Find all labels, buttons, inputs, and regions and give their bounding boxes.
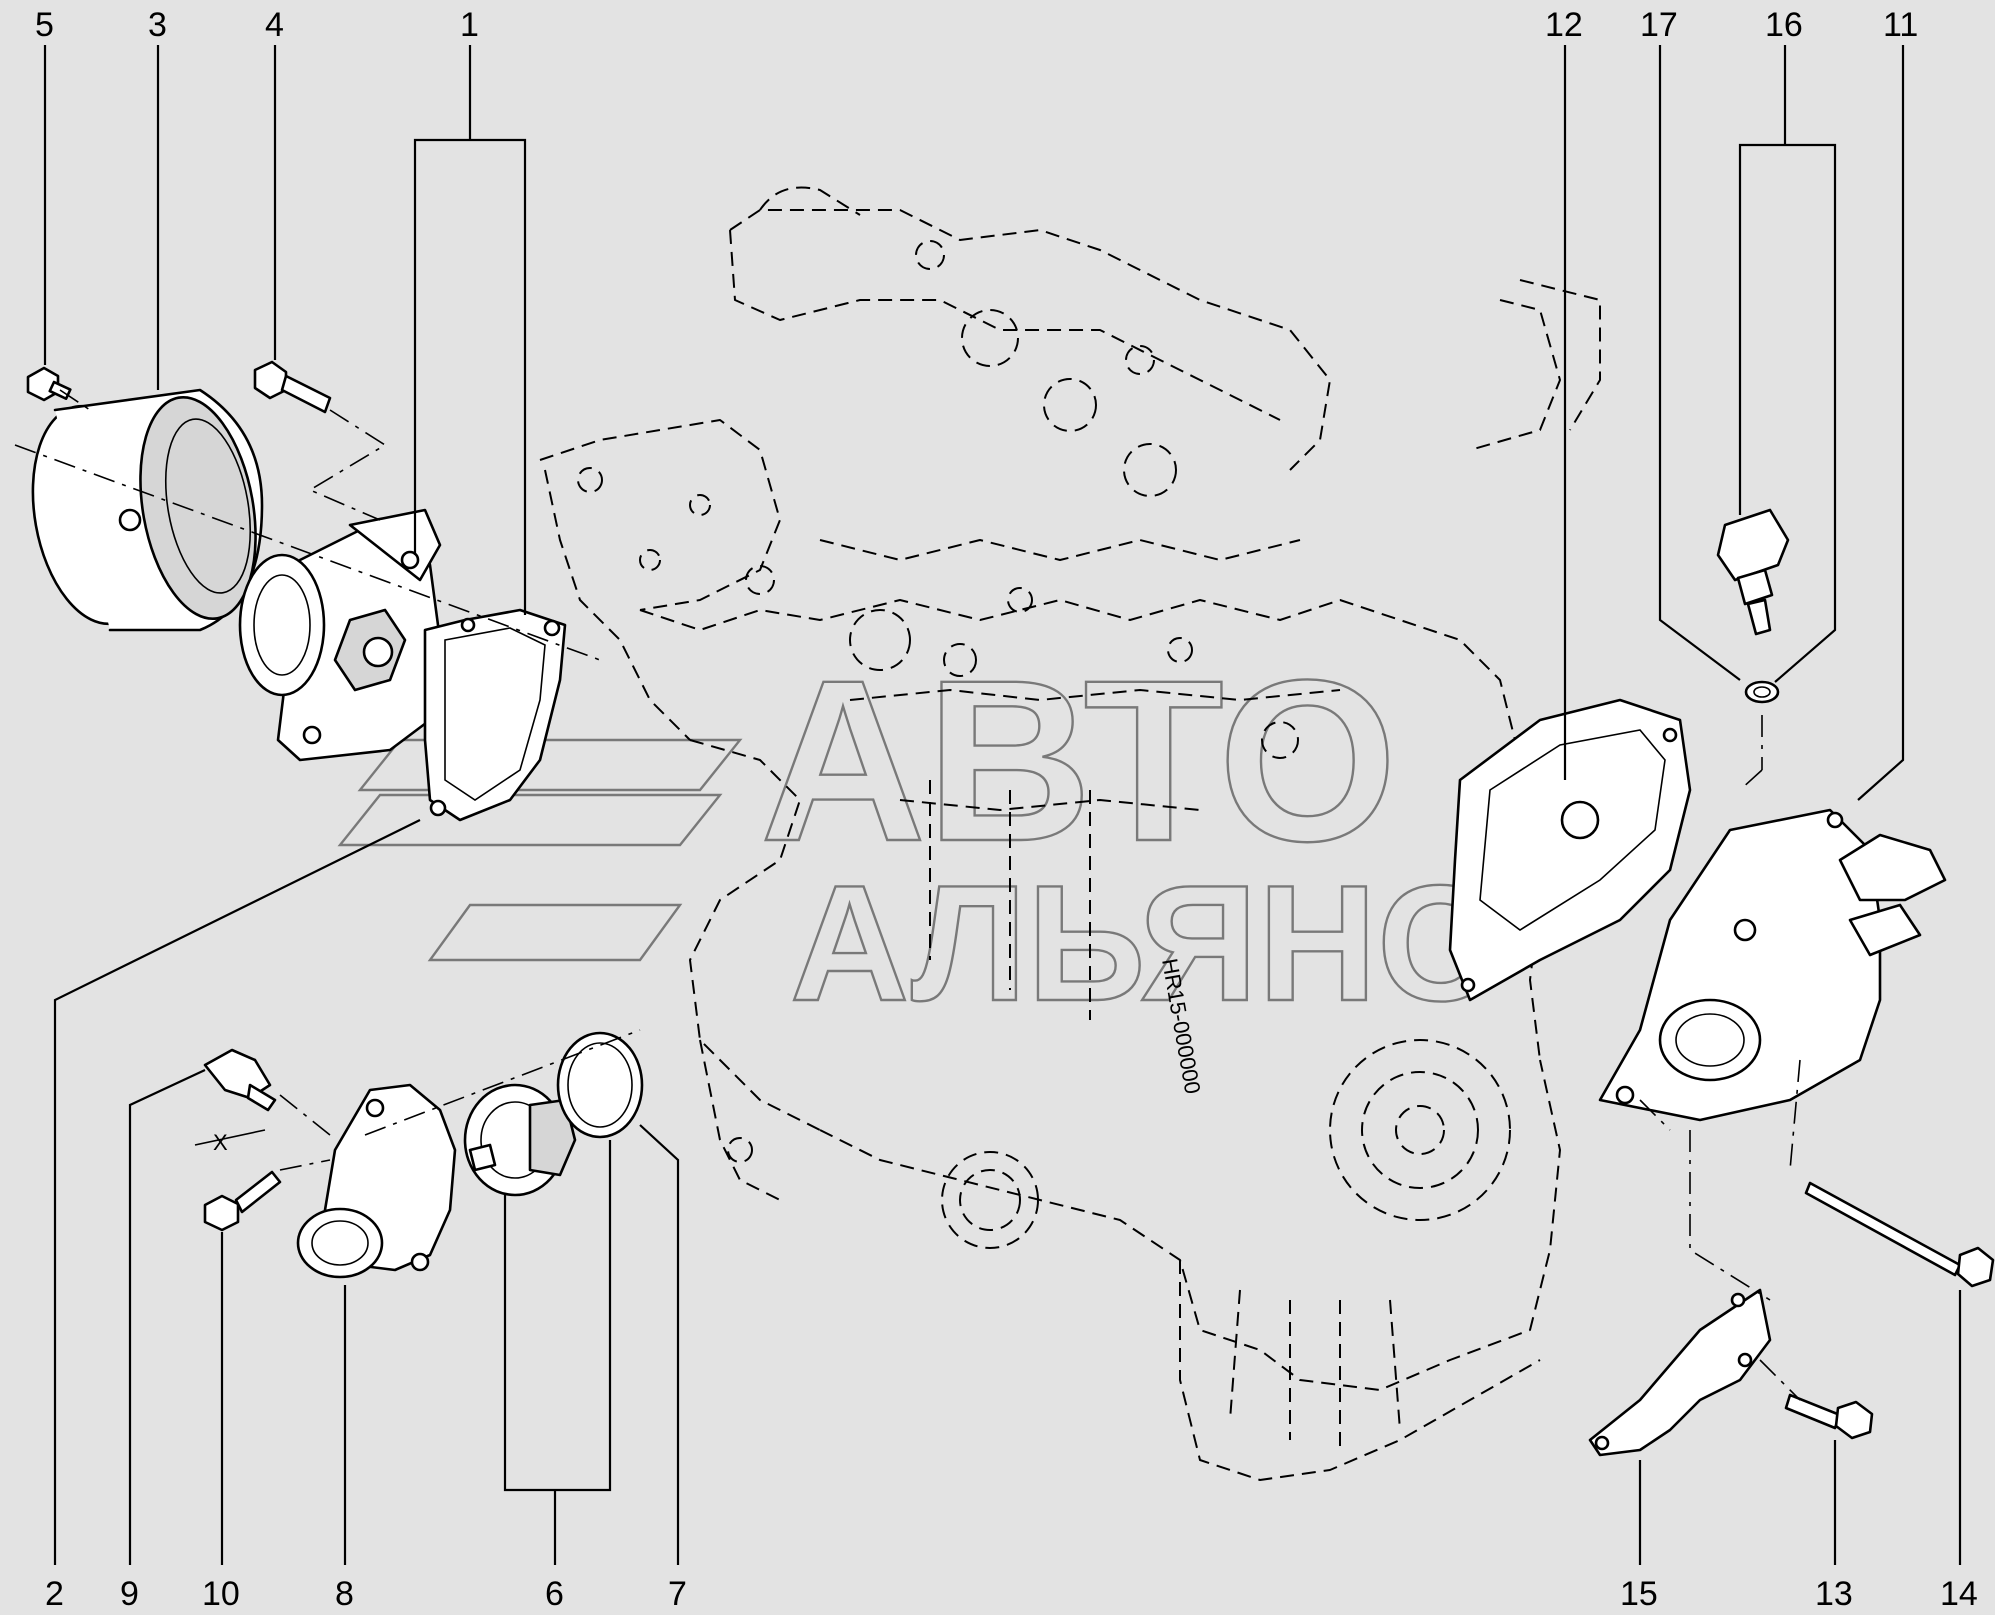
callout-3: 3 xyxy=(148,6,167,44)
part-11-thermostat-housing xyxy=(1598,808,1947,1122)
callout-12: 12 xyxy=(1545,6,1583,44)
callout-13: 13 xyxy=(1815,1575,1853,1613)
part-5-bolt xyxy=(26,366,72,402)
part-6-thermostat xyxy=(463,1083,577,1197)
part-4-bolt xyxy=(253,360,332,414)
callout-labels: 5 3 4 1 12 17 16 11 2 9 10 8 6 7 15 13 1… xyxy=(35,6,1978,1613)
part-7-o-ring xyxy=(556,1031,644,1139)
callout-14: 14 xyxy=(1940,1575,1978,1613)
part-8-thermostat-cover xyxy=(296,1083,457,1279)
callout-8: 8 xyxy=(335,1575,354,1613)
assembly-axes xyxy=(14,389,1801,1401)
callout-2: 2 xyxy=(45,1575,64,1613)
part-12-gasket xyxy=(1448,698,1692,1002)
callout-6: 6 xyxy=(545,1575,564,1613)
watermark-logo: АВТО АЛЬЯНС xyxy=(337,631,1497,1036)
part-13-bolt xyxy=(1784,1393,1874,1440)
callout-17: 17 xyxy=(1640,6,1678,44)
callout-16: 16 xyxy=(1765,6,1803,44)
callout-5: 5 xyxy=(35,6,54,44)
part-9-clip xyxy=(203,1048,277,1112)
part-1-gasket xyxy=(423,608,567,822)
callout-15: 15 xyxy=(1620,1575,1658,1613)
callout-1: 1 xyxy=(460,6,479,44)
part-16-temp-sensor xyxy=(1716,508,1790,636)
callout-9: 9 xyxy=(120,1575,139,1613)
part-1-water-pump xyxy=(238,508,442,762)
watermark-line-2: АЛЬЯНС xyxy=(790,851,1496,1035)
torque-marker: X xyxy=(213,1130,228,1155)
watermark-line-1: АВТО xyxy=(760,632,1397,889)
callout-10: 10 xyxy=(202,1575,240,1613)
part-17-washer xyxy=(1744,680,1780,704)
callout-4: 4 xyxy=(265,6,284,44)
leader-lines xyxy=(43,45,1962,1565)
part-10-bolt: X xyxy=(194,1129,282,1232)
callout-7: 7 xyxy=(668,1575,687,1613)
part-15-bracket xyxy=(1588,1288,1772,1457)
callout-11: 11 xyxy=(1883,6,1918,44)
part-14-long-bolt xyxy=(1804,1181,1995,1288)
part-3-pulley xyxy=(31,388,264,632)
